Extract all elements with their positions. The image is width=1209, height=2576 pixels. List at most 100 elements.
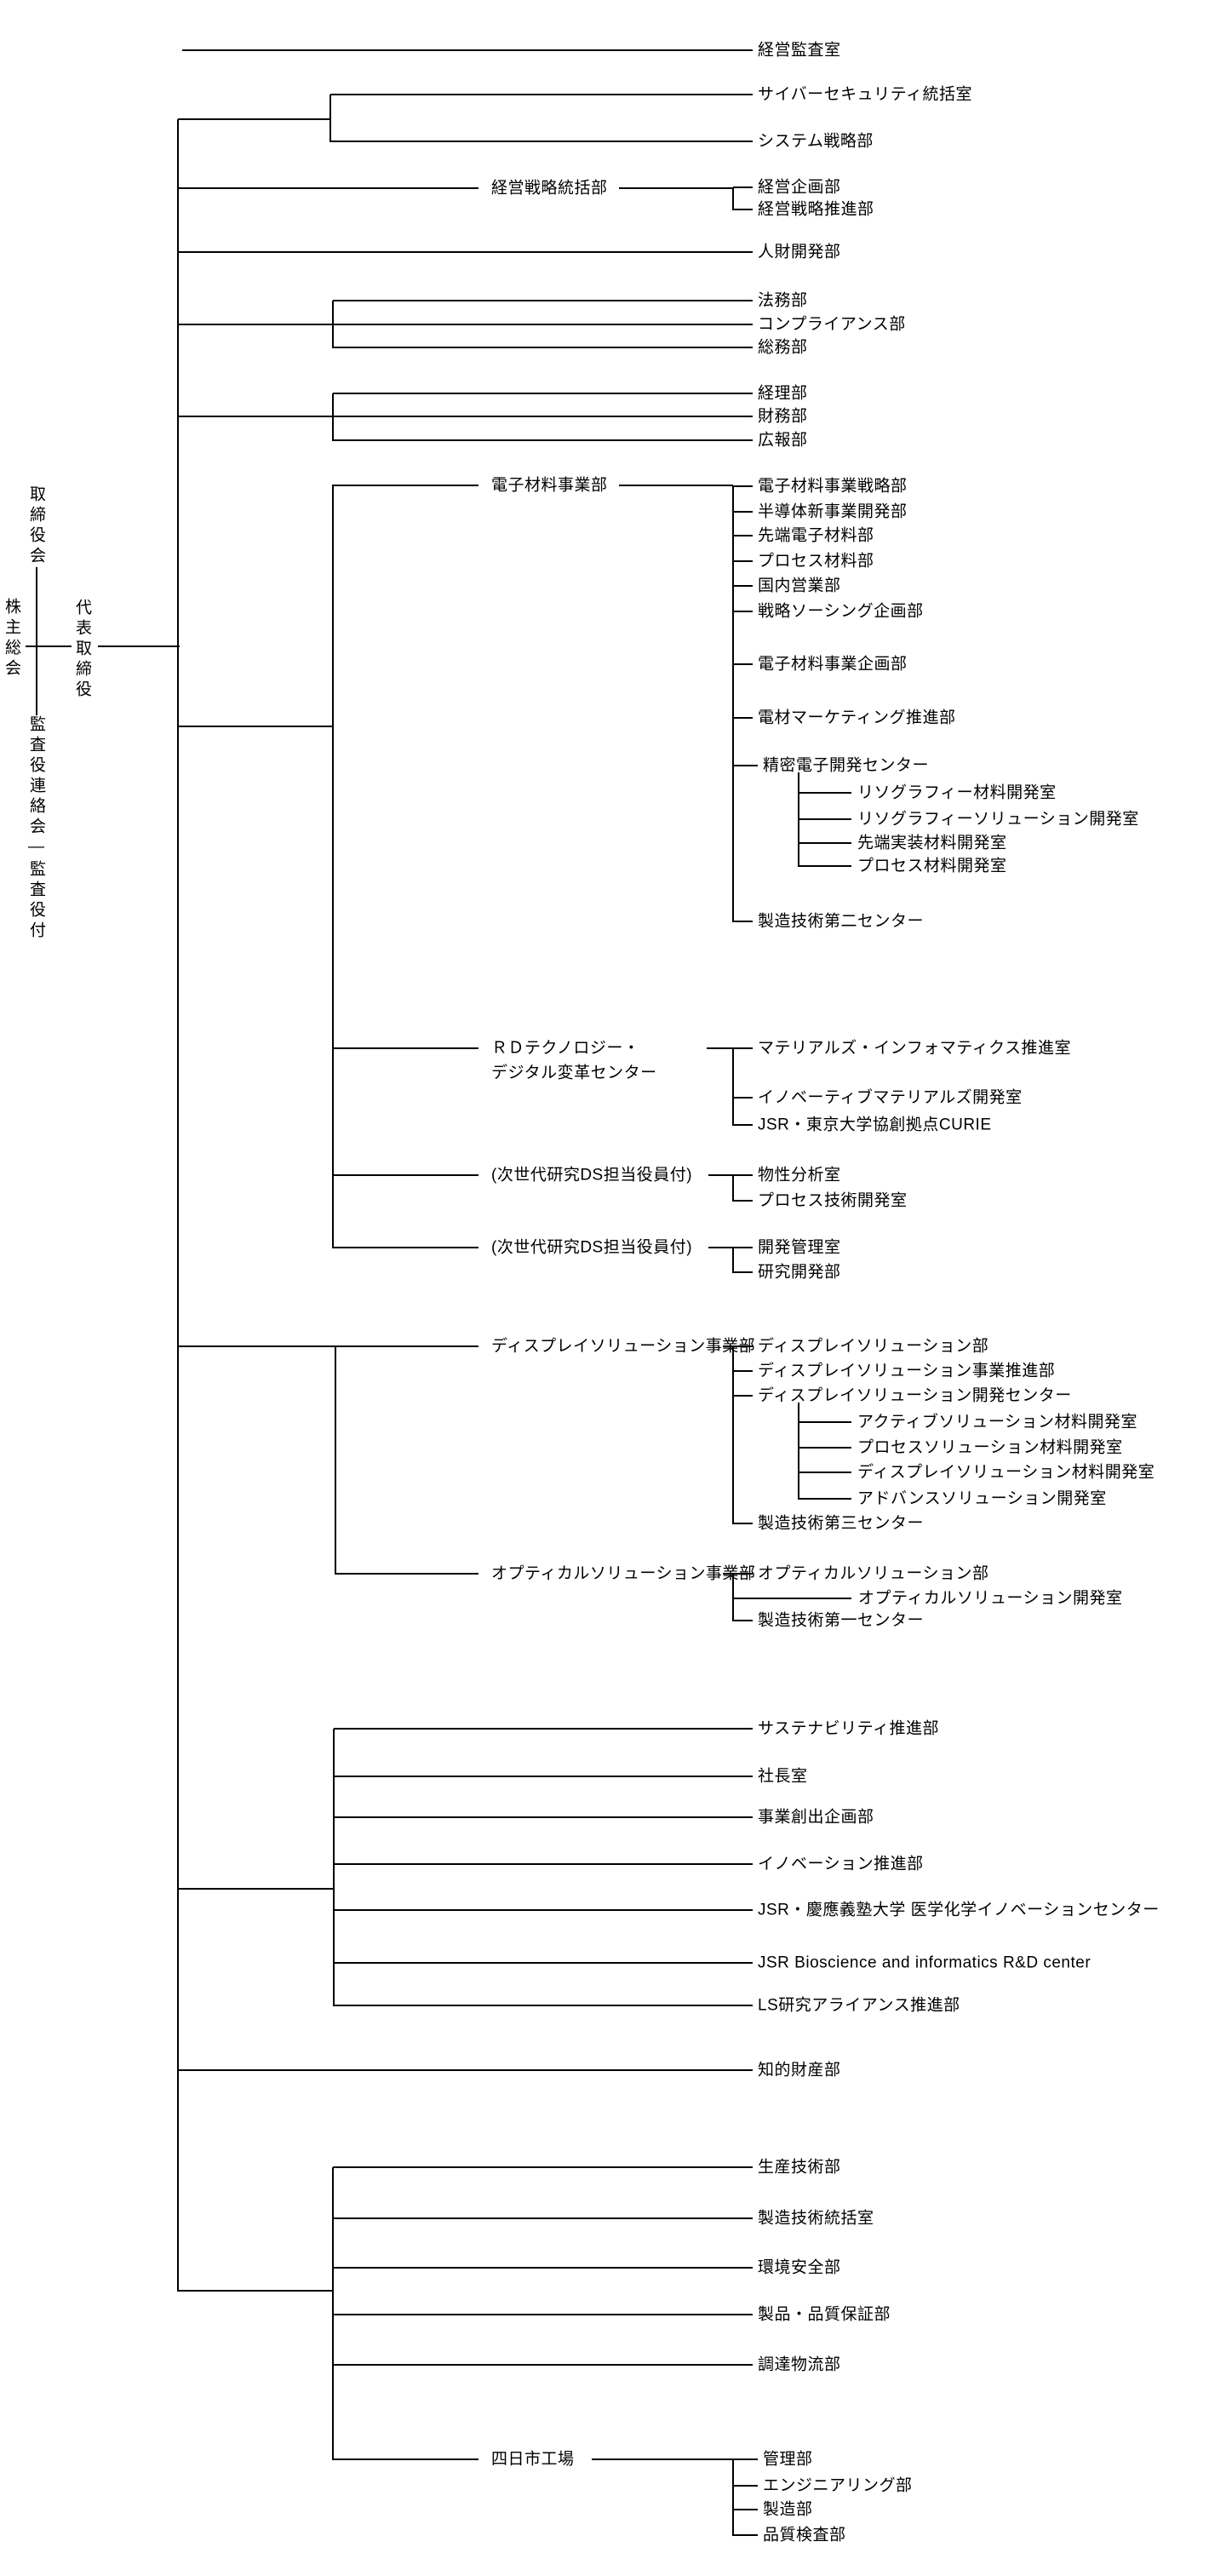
- org-unit-label: アクティブソリューション材料開発室: [857, 1413, 1138, 1431]
- connector-line: [732, 187, 734, 210]
- connector-line: [333, 2217, 753, 2219]
- connector-line: [98, 645, 180, 647]
- connector-line: [733, 611, 753, 612]
- connector-line: [799, 842, 851, 844]
- org-unit-label: 開発管理室: [758, 1238, 841, 1257]
- org-unit-label: 人財開発部: [758, 243, 841, 261]
- org-unit-label: 法務部: [758, 291, 808, 310]
- org-unit-label: (次世代研究DS担当役員付): [491, 1166, 693, 1185]
- org-unit-label: 製品・品質保証部: [758, 2305, 891, 2324]
- org-unit-label: オプティカルソリューション開発室: [858, 1589, 1123, 1608]
- connector-line: [733, 1573, 753, 1575]
- org-unit-label: 半導体新事業開発部: [758, 502, 908, 521]
- org-unit-label: サステナビリティ推進部: [758, 1719, 939, 1738]
- connector-line: [708, 1247, 733, 1248]
- governance-label: 代表取締役: [73, 599, 91, 701]
- org-unit-label: 経営監査室: [758, 41, 841, 60]
- connector-line: [335, 1573, 478, 1575]
- org-unit-label: 管理部: [763, 2450, 813, 2469]
- connector-line: [178, 187, 478, 189]
- connector-line: [733, 717, 753, 719]
- connector-line: [178, 2290, 333, 2292]
- connector-line: [334, 1909, 753, 1911]
- org-unit-label: 製造技術統括室: [758, 2209, 874, 2228]
- org-unit-label: 先端電子材料部: [758, 526, 874, 545]
- org-unit-label: プロセス材料開発室: [857, 857, 1007, 875]
- org-unit-label: ディスプレイソリューション事業推進部: [758, 1362, 1056, 1380]
- connector-line: [733, 1620, 753, 1621]
- connector-line: [733, 1200, 753, 1202]
- org-unit-label: 総務部: [758, 338, 808, 357]
- org-unit-label: 事業創出企画部: [758, 1808, 874, 1827]
- connector-line: [334, 1728, 753, 1730]
- connector-line: [799, 792, 851, 794]
- connector-line: [333, 1247, 478, 1248]
- org-unit-label: 調達物流部: [758, 2355, 841, 2374]
- org-unit-label: 経営戦略統括部: [491, 179, 608, 198]
- org-unit-label: オプティカルソリューション部: [758, 1564, 989, 1583]
- connector-line: [707, 1047, 733, 1049]
- connector-line: [334, 1816, 753, 1818]
- connector-line: [799, 1421, 851, 1423]
- org-unit-label: 電子材料事業部: [491, 476, 608, 495]
- org-unit-label: 経営企画部: [758, 178, 841, 197]
- connector-line: [799, 1447, 851, 1449]
- org-unit-label: マテリアルズ・インフォマティクス推進室: [758, 1039, 1072, 1058]
- connector-line: [178, 726, 333, 727]
- connector-line: [333, 485, 478, 486]
- connector-line: [733, 1097, 753, 1099]
- connector-line: [733, 1271, 753, 1273]
- org-unit-label: 先端実装材料開発室: [857, 834, 1007, 852]
- connector-line: [723, 1573, 733, 1575]
- org-unit-label: 経営戦略推進部: [758, 200, 874, 219]
- org-unit-label: イノベーティブマテリアルズ開発室: [758, 1088, 1023, 1107]
- org-unit-label: オプティカルソリューション事業部: [491, 1564, 756, 1583]
- connector-line: [733, 1174, 753, 1176]
- connector-line: [733, 663, 753, 665]
- org-unit-label: 電子材料事業戦略部: [758, 477, 908, 496]
- connector-line: [733, 535, 753, 536]
- connector-line: [333, 2166, 753, 2168]
- org-unit-label: 精密電子開発センター: [763, 756, 930, 775]
- connector-line: [330, 141, 753, 142]
- connector-line: [26, 645, 72, 647]
- connector-line: [732, 485, 734, 922]
- connector-line: [799, 1498, 851, 1500]
- connector-line: [333, 2314, 753, 2315]
- connector-line: [335, 1346, 336, 1575]
- connector-line: [619, 485, 733, 486]
- org-unit-label: 環境安全部: [758, 2258, 841, 2277]
- connector-line: [799, 865, 851, 867]
- connector-line: [330, 94, 753, 95]
- org-unit-label: プロセス材料部: [758, 552, 874, 571]
- connector-line: [333, 300, 753, 301]
- connector-line: [36, 567, 37, 715]
- org-unit-label: LS研究アライアンス推進部: [758, 1996, 960, 2015]
- connector-line: [178, 2069, 753, 2071]
- connector-line: [733, 1598, 851, 1599]
- connector-line: [733, 1247, 753, 1248]
- governance-label: 監査役連絡会―監査役付: [27, 715, 45, 942]
- org-unit-label: アドバンスソリューション開発室: [857, 1489, 1107, 1508]
- connector-line: [723, 1345, 733, 1347]
- connector-line: [332, 393, 334, 441]
- connector-line: [333, 347, 753, 348]
- connector-line: [733, 1345, 753, 1347]
- connector-line: [178, 118, 330, 120]
- connector-line: [592, 2458, 733, 2460]
- org-unit-label: デジタル変革センター: [491, 1064, 657, 1082]
- connector-line: [798, 1403, 799, 1500]
- connector-line: [733, 2458, 758, 2460]
- connector-line: [333, 1174, 478, 1176]
- org-unit-label: コンプライアンス部: [758, 315, 906, 334]
- org-unit-label: 電子材料事業企画部: [758, 655, 908, 674]
- org-unit-label: 品質検査部: [763, 2526, 846, 2544]
- org-unit-label: リソグラフィー材料開発室: [857, 783, 1057, 802]
- connector-line: [333, 2364, 753, 2366]
- connector-line: [334, 1863, 753, 1865]
- connector-line: [733, 765, 758, 766]
- connector-line: [177, 119, 179, 2292]
- connector-line: [732, 2459, 734, 2536]
- org-unit-label: サイバーセキュリティ統括室: [758, 85, 972, 104]
